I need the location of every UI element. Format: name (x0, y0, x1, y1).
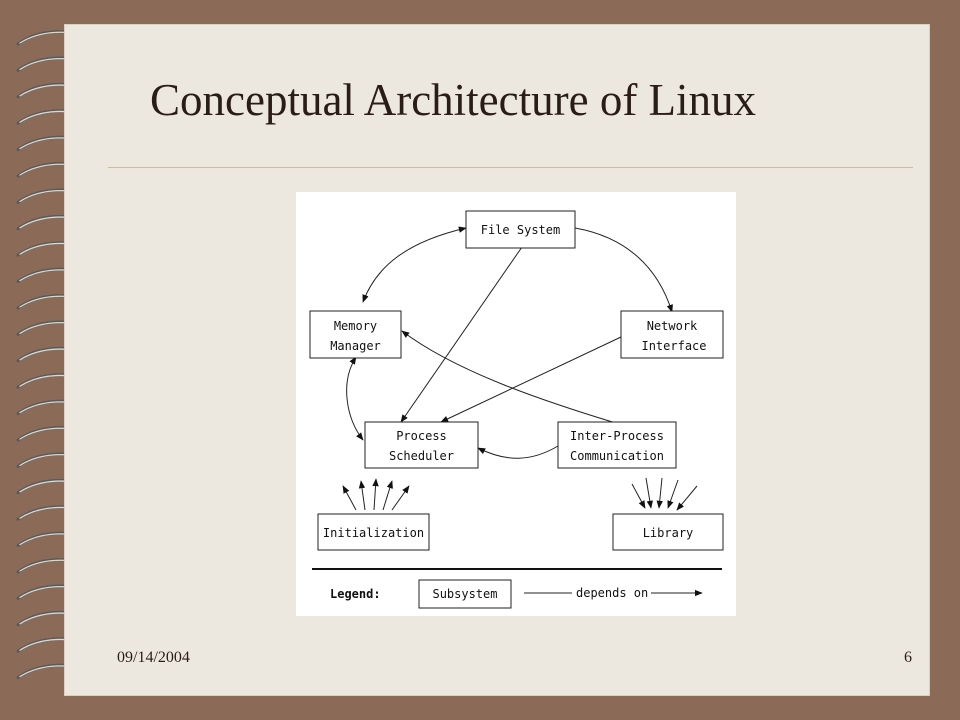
node-library: Library (612, 513, 724, 551)
node-label: Scheduler (389, 449, 454, 463)
edge-fs-ps (400, 246, 523, 423)
slide-page-number: 6 (904, 649, 912, 666)
architecture-diagram: File System Memory Manager Network Inter… (296, 192, 736, 616)
edge-ipc-mm (401, 330, 620, 425)
node-label: Manager (330, 339, 381, 353)
legend-title: Legend: (330, 587, 381, 601)
node-label: Process (396, 429, 447, 443)
edge-lib-5 (676, 485, 698, 511)
node-label: Memory (334, 319, 377, 333)
legend-subsystem-label: Subsystem (432, 587, 497, 601)
node-process-scheduler: Process Scheduler (364, 421, 479, 469)
node-file-system: File System (465, 210, 576, 249)
title-divider (108, 167, 913, 168)
edge-lib-3 (656, 477, 663, 509)
edge-mm-ps (346, 356, 364, 441)
edge-init-1 (342, 485, 357, 511)
node-label: File System (481, 223, 560, 237)
node-label: Network (647, 319, 698, 333)
edge-lib-2 (645, 477, 653, 509)
edge-init-4 (382, 480, 393, 511)
edge-lib-1 (631, 483, 646, 509)
edge-fs-ni (574, 227, 673, 313)
node-label: Library (643, 526, 694, 540)
edge-ni-ps (440, 336, 622, 423)
edge-init-3 (372, 478, 379, 511)
edge-init-2 (358, 480, 366, 511)
edge-lib-4 (667, 479, 679, 509)
node-network-interface: Network Interface (620, 310, 724, 359)
node-label: Interface (641, 339, 706, 353)
slide-title: Conceptual Architecture of Linux (150, 75, 757, 125)
legend-arrow-label: depends on (576, 586, 648, 600)
diagram-edges (342, 226, 698, 511)
legend-subsystem-box (418, 579, 512, 609)
node-initialization: Initialization (317, 513, 430, 551)
edge-mm-fs (362, 226, 467, 303)
legend: Legend: Subsystem depends on (312, 568, 722, 609)
edge-init-5 (391, 485, 410, 511)
edge-ipc-ps (477, 445, 559, 459)
node-label: Initialization (323, 526, 424, 540)
node-label: Communication (570, 449, 664, 463)
node-memory-manager: Memory Manager (309, 310, 402, 359)
slide-date: 09/14/2004 (117, 649, 190, 666)
node-label: Inter-Process (570, 429, 664, 443)
node-inter-process-communication: Inter-Process Communication (557, 421, 677, 469)
